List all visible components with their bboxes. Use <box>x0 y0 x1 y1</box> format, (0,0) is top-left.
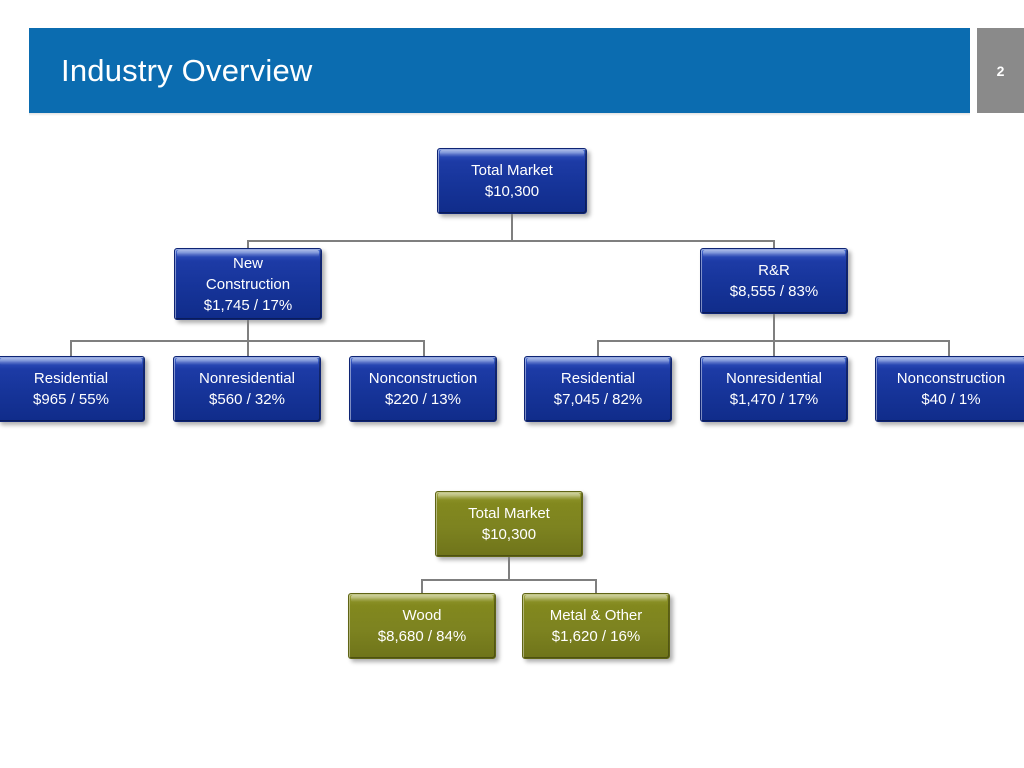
node-label: Nonresidential <box>199 370 295 387</box>
node-rr-nonresidential[interactable]: Nonresidential $1,470 / 17% <box>700 356 848 422</box>
connector-bottom-bar <box>421 579 597 581</box>
connector-rr-res-drop <box>597 340 599 356</box>
connector-new-nonres-drop <box>247 340 249 356</box>
node-label: Metal & Other <box>549 607 643 624</box>
connector-root-drop <box>511 214 513 242</box>
node-wood[interactable]: Wood $8,680 / 84% <box>348 593 496 659</box>
node-value: $8,555 / 83% <box>729 283 819 300</box>
node-label: New <box>232 254 263 272</box>
connector-metal-drop <box>595 579 597 593</box>
banner-shadow <box>29 113 970 116</box>
node-value: $560 / 32% <box>209 391 285 408</box>
connector-rr-stem <box>773 314 775 342</box>
page-number-badge: 2 <box>977 28 1024 113</box>
node-value: $10,300 <box>481 526 537 543</box>
node-value: $7,045 / 82% <box>553 391 643 408</box>
node-metal-other[interactable]: Metal & Other $1,620 / 16% <box>522 593 670 659</box>
node-value: $8,680 / 84% <box>377 628 467 645</box>
node-label: Nonresidential <box>726 370 822 387</box>
node-rr[interactable]: R&R $8,555 / 83% <box>700 248 848 314</box>
node-new-residential[interactable]: Residential $965 / 55% <box>0 356 145 422</box>
node-rr-nonconstruction[interactable]: Nonconstruction $40 / 1% <box>875 356 1024 422</box>
node-new-nonresidential[interactable]: Nonresidential $560 / 32% <box>173 356 321 422</box>
connector-level1-bar <box>248 240 775 242</box>
connector-rr-drop <box>773 240 775 248</box>
connector-new-drop <box>247 240 249 248</box>
connector-new-res-drop <box>70 340 72 356</box>
page-number-label: 2 <box>996 62 1005 79</box>
node-label: Total Market <box>468 505 550 522</box>
page-title: Industry Overview <box>61 53 313 88</box>
connector-new-stem <box>247 320 249 342</box>
node-label: Wood <box>402 607 442 624</box>
node-total-market-top[interactable]: Total Market $10,300 <box>437 148 587 214</box>
logo-bar: KraftMaid® Merillat. QualityCabinets. DE… <box>0 690 1024 752</box>
node-value: $1,470 / 17% <box>729 391 819 408</box>
connector-bottom-root-drop <box>508 557 510 581</box>
node-total-market-bottom[interactable]: Total Market $10,300 <box>435 491 583 557</box>
node-label: Nonconstruction <box>896 370 1006 387</box>
node-value: $220 / 13% <box>385 391 461 408</box>
node-label: R&R <box>758 262 790 279</box>
connector-new-noncon-drop <box>423 340 425 356</box>
node-label: Nonconstruction <box>368 370 478 387</box>
node-label: Total Market <box>471 162 553 179</box>
node-label: Residential <box>33 370 109 387</box>
node-label-2: Construction <box>205 275 291 293</box>
node-new-construction[interactable]: New Construction $1,745 / 17% <box>174 248 322 320</box>
connector-rr-nonres-drop <box>773 340 775 356</box>
node-value: $40 / 1% <box>921 391 981 408</box>
node-value: $965 / 55% <box>33 391 109 408</box>
node-new-nonconstruction[interactable]: Nonconstruction $220 / 13% <box>349 356 497 422</box>
node-value: $1,745 / 17% <box>203 296 293 314</box>
connector-rr-noncon-drop <box>948 340 950 356</box>
node-rr-residential[interactable]: Residential $7,045 / 82% <box>524 356 672 422</box>
title-banner: Industry Overview <box>29 28 970 113</box>
connector-wood-drop <box>421 579 423 593</box>
node-value: $10,300 <box>484 183 540 200</box>
node-label: Residential <box>560 370 636 387</box>
node-value: $1,620 / 16% <box>551 628 641 645</box>
